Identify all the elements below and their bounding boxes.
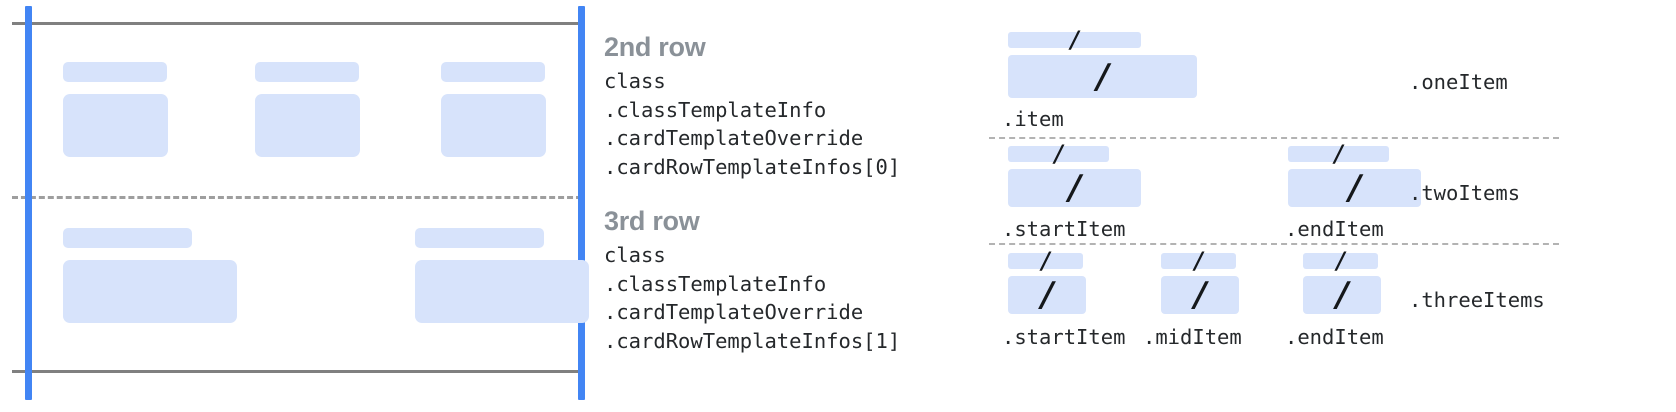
row-item-layouts: / / .item .oneItem / / .startItem / / [975,0,1676,412]
annotation-2nd-row-line-3: .cardTemplateOverride [604,126,864,150]
annotation-3rd-row-line-2: .classTemplateInfo [604,271,827,296]
annotation-2nd-row: 2nd row class .classTemplateInfo .cardTe… [604,30,900,181]
row1-card-2-pill [255,62,359,82]
section-separator-dashed-1 [989,137,1559,139]
annotation-column: 2nd row class .classTemplateInfo .cardTe… [604,0,964,412]
threeitems-start-item-pill: / [1008,250,1083,273]
row1-card-3-block [441,94,546,157]
threeitems-mid-item: / / [1161,250,1239,314]
row1-card-2 [255,62,360,157]
right-edge-guide [578,6,585,400]
annotation-3rd-row-line-1: class [604,243,666,267]
threeitems-end-item: / / [1303,250,1381,314]
twoitems-end-item-label: .endItem [1285,217,1384,241]
row2-card-1 [63,228,237,323]
row2-card-2 [415,228,589,323]
top-rule [12,22,582,25]
annotation-3rd-row: 3rd row class .classTemplateInfo .cardTe… [604,204,900,355]
annotation-3rd-row-line-4: .cardRowTemplateInfos[1] [604,328,901,353]
oneitem-side-label: .oneItem [1409,70,1508,94]
row2-card-2-pill [415,228,544,248]
annotation-3rd-row-title: 3rd row [604,206,700,236]
threeitems-start-item-label: .startItem [1002,325,1126,349]
twoitems-start-item-pill: / [1008,143,1109,166]
threeitems-mid-item-pill: / [1161,250,1236,273]
row1-card-1-pill [63,62,167,82]
slash-icon: / [1068,168,1081,208]
bottom-rule [12,370,582,373]
left-edge-guide [25,6,32,400]
threeitems-mid-item-block: / [1161,276,1239,314]
oneitem-item-block: / [1008,55,1197,98]
row1-card-2-block [255,94,360,157]
slash-icon: / [1348,168,1361,208]
slash-icon: / [1194,247,1203,275]
threeitems-end-item-pill: / [1303,250,1378,273]
twoitems-start-item-label: .startItem [1002,217,1126,241]
annotation-2nd-row-line-1: class [604,69,666,93]
annotation-2nd-row-line-2: .classTemplateInfo [604,97,827,122]
row1-card-3-pill [441,62,545,82]
slash-icon: / [1054,140,1063,168]
twoitems-start-item-block: / [1008,169,1141,207]
slash-icon: / [1040,275,1054,315]
card-rows-wireframe [0,0,600,412]
threeitems-side-label: .threeItems [1409,288,1545,312]
slash-icon: / [1334,140,1343,168]
oneitem-item-pill: / [1008,29,1141,52]
threeitems-mid-item-label: .midItem [1143,325,1242,349]
row2-card-1-block [63,260,237,323]
oneitem-item-label: .item [1002,107,1064,131]
slash-icon: / [1335,275,1349,315]
row1-card-1-block [63,94,168,157]
row-separator-dashed [12,196,582,199]
threeitems-end-item-label: .endItem [1285,325,1384,349]
twoitems-end-item-block: / [1288,169,1421,207]
slash-icon: / [1336,247,1345,275]
row2-card-1-pill [63,228,192,248]
section-separator-dashed-2 [989,243,1559,245]
threeitems-end-item-block: / [1303,276,1381,314]
twoitems-end-item: / / [1288,143,1421,207]
row1-card-1 [63,62,168,157]
annotation-3rd-row-line-3: .cardTemplateOverride [604,300,864,324]
twoitems-end-item-pill: / [1288,143,1389,166]
slash-icon: / [1070,26,1079,54]
slash-icon: / [1041,247,1050,275]
row2-card-2-block [415,260,589,323]
annotation-2nd-row-line-4: .cardRowTemplateInfos[0] [604,154,901,179]
twoitems-start-item: / / [1008,143,1141,207]
oneitem-item: / / [1008,29,1197,98]
threeitems-start-item: / / [1008,250,1086,314]
annotation-2nd-row-title: 2nd row [604,32,706,62]
slash-icon: / [1096,56,1109,97]
threeitems-start-item-block: / [1008,276,1086,314]
twoitems-side-label: .twoItems [1409,181,1521,205]
row1-card-3 [441,62,546,157]
slash-icon: / [1193,275,1207,315]
